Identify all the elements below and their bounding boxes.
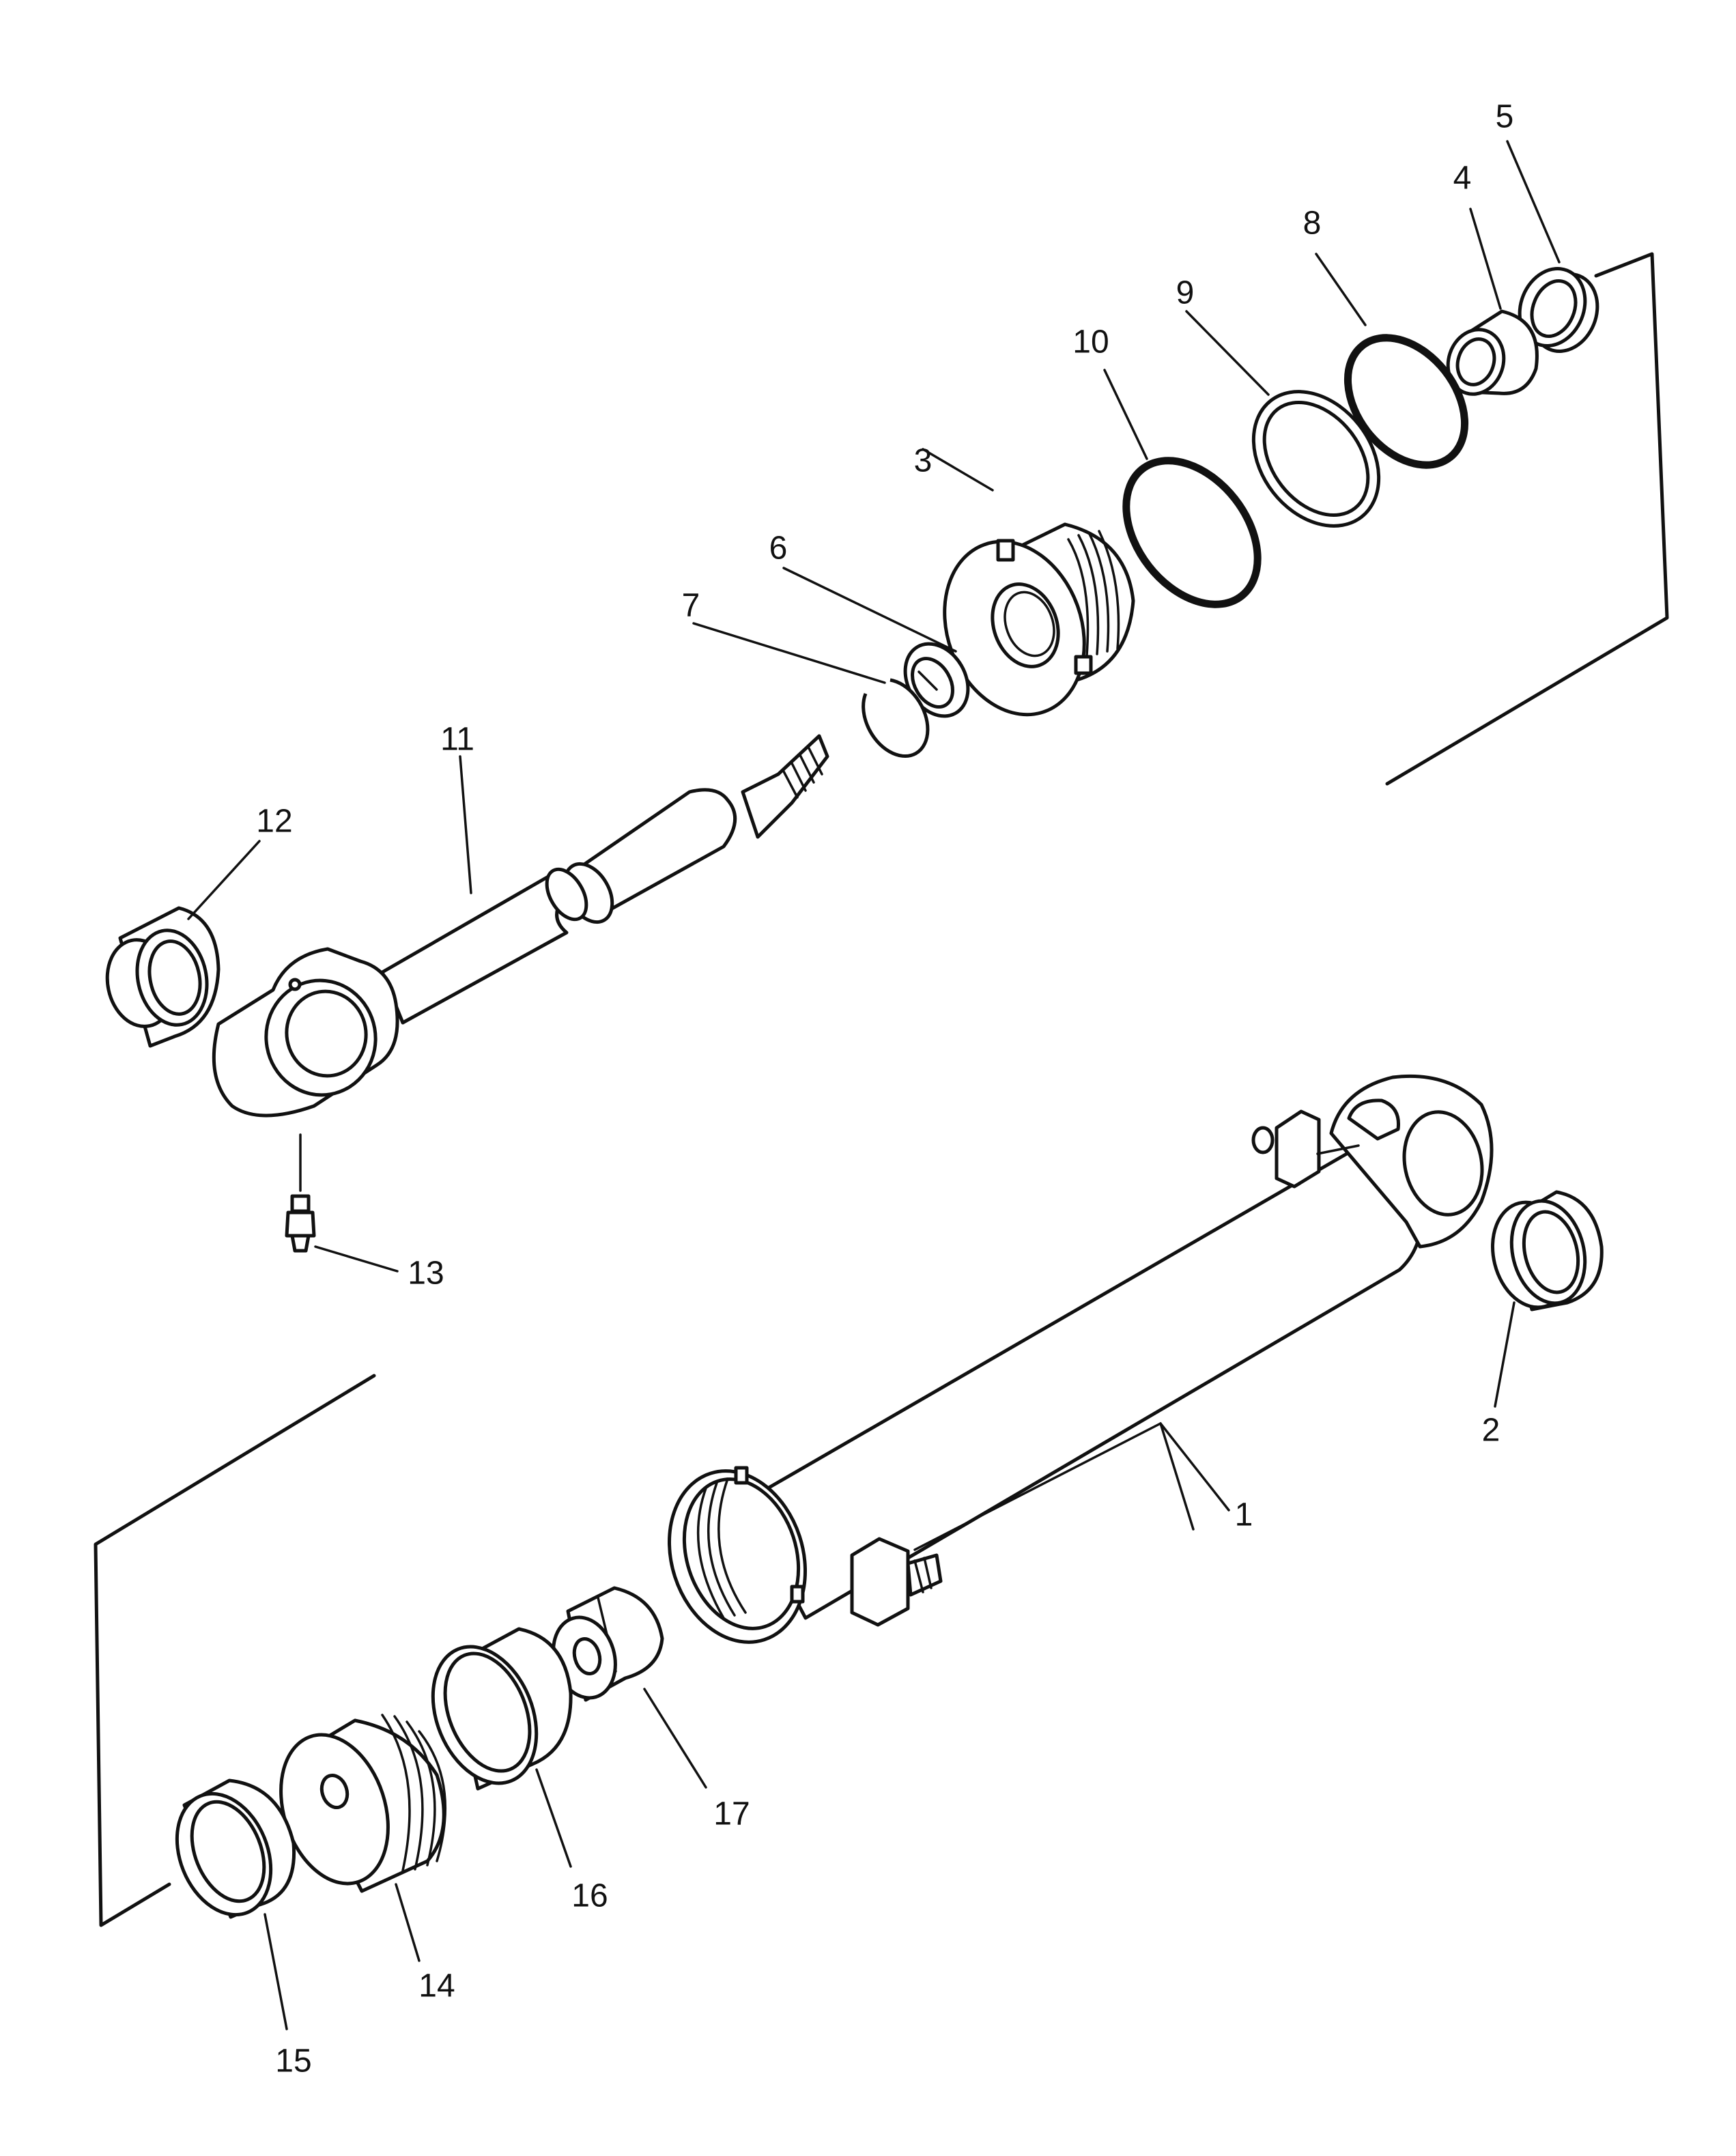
part-16-wear-ring-icon[interactable]	[414, 1627, 573, 1799]
part-11-piston-rod-icon[interactable]	[212, 734, 829, 1118]
callout-4: 4	[1453, 160, 1472, 197]
callout-2: 2	[1482, 1413, 1500, 1449]
part-4-bushing-icon[interactable]	[1440, 309, 1539, 401]
part-15-piston-ring-icon[interactable]	[160, 1778, 296, 1929]
leader-lines	[187, 140, 1561, 2030]
callout-9: 9	[1176, 275, 1195, 311]
assembly-bracket-upper	[1385, 252, 1669, 786]
callout-13: 13	[408, 1256, 444, 1292]
part-2-bushing-icon[interactable]	[1482, 1190, 1604, 1316]
callout-12: 12	[256, 804, 292, 840]
part-13-grease-fitting-icon[interactable]	[285, 1133, 316, 1253]
part-1-cylinder-tube-icon[interactable]	[648, 1074, 1494, 1660]
callout-labels: 1 2 3 4 5 6 7 8 9 10 11 12 13 14 15 16 1…	[256, 99, 1513, 2080]
part-9-backup-ring-icon[interactable]	[1227, 367, 1404, 551]
callout-7: 7	[682, 588, 700, 624]
assembly-bracket-lower	[94, 1374, 376, 1927]
callout-1: 1	[1235, 1497, 1253, 1533]
callout-15: 15	[275, 2043, 311, 2080]
part-14-piston-icon[interactable]	[263, 1714, 446, 1897]
part-5-dust-seal-icon[interactable]	[1509, 259, 1609, 361]
part-8-o-ring-icon[interactable]	[1324, 315, 1489, 488]
part-7-snap-ring-icon[interactable]	[862, 678, 930, 758]
callout-8: 8	[1303, 205, 1322, 242]
part-12-bushing-icon[interactable]	[100, 906, 220, 1048]
callout-14: 14	[418, 1968, 455, 2004]
callout-16: 16	[571, 1878, 608, 1914]
callout-11: 11	[440, 722, 474, 758]
part-10-o-ring-icon[interactable]	[1099, 436, 1284, 629]
callout-10: 10	[1072, 324, 1109, 360]
part-6-rod-seal-icon[interactable]	[893, 633, 981, 728]
callout-5: 5	[1496, 99, 1514, 135]
callout-6: 6	[769, 530, 788, 567]
callout-3: 3	[914, 443, 933, 479]
callout-17: 17	[713, 1796, 750, 1832]
part-3-cylinder-head-icon[interactable]	[921, 522, 1135, 734]
